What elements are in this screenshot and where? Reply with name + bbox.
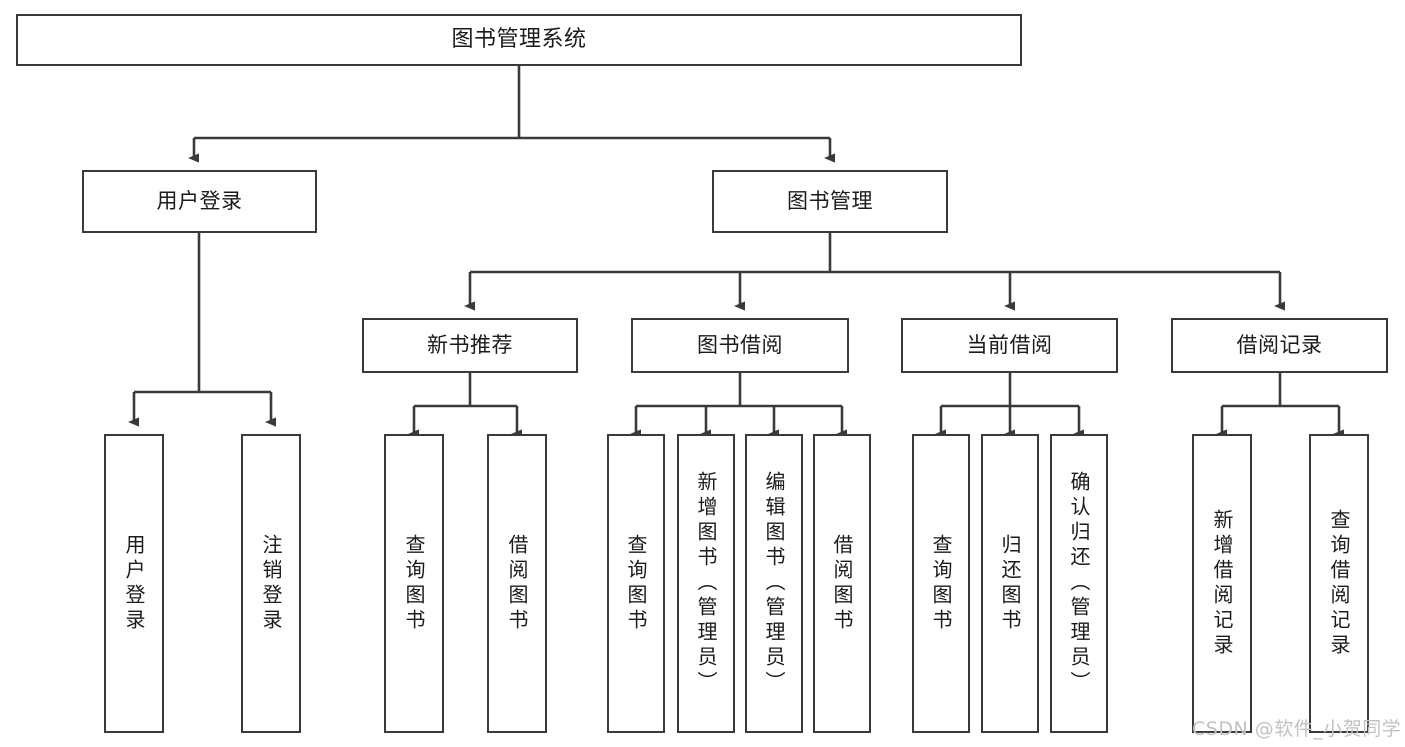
leaf-edit-book-admin[interactable]: 编辑图书（管理员）: [745, 434, 803, 733]
node-current-borrow[interactable]: 当前借阅: [901, 318, 1118, 373]
leaf-label: 归还图书: [998, 533, 1022, 634]
leaf-query-book-borrow[interactable]: 查询图书: [607, 434, 665, 733]
leaf-label: 新增借阅记录: [1210, 508, 1234, 659]
node-user-login[interactable]: 用户登录: [82, 170, 317, 233]
leaf-label: 编辑图书（管理员）: [762, 471, 786, 696]
leaf-label: 用户登录: [122, 533, 146, 634]
leaf-label: 新增图书（管理员）: [694, 471, 718, 696]
leaf-query-borrow-record[interactable]: 查询借阅记录: [1309, 434, 1369, 733]
leaf-label: 查询借阅记录: [1327, 508, 1351, 659]
node-label: 新书推荐: [427, 332, 513, 357]
node-root-system[interactable]: 图书管理系统: [16, 14, 1022, 66]
leaf-add-borrow-record[interactable]: 新增借阅记录: [1192, 434, 1252, 733]
leaf-borrow-book[interactable]: 借阅图书: [813, 434, 871, 733]
node-label: 用户登录: [156, 188, 243, 213]
leaf-return-book[interactable]: 归还图书: [981, 434, 1039, 733]
leaf-user-logout[interactable]: 注销登录: [241, 434, 301, 733]
leaf-label: 注销登录: [259, 533, 283, 634]
node-label: 图书管理: [787, 188, 873, 213]
leaf-query-book-current[interactable]: 查询图书: [912, 434, 970, 733]
leaf-label: 确认归还（管理员）: [1067, 471, 1091, 696]
leaf-label: 查询图书: [929, 533, 953, 634]
node-new-book-recommend[interactable]: 新书推荐: [362, 318, 578, 373]
leaf-add-book-admin[interactable]: 新增图书（管理员）: [677, 434, 735, 733]
node-book-borrow[interactable]: 图书借阅: [631, 318, 849, 373]
node-book-management[interactable]: 图书管理: [712, 170, 948, 233]
leaf-borrow-book-new[interactable]: 借阅图书: [487, 434, 547, 733]
leaf-query-book-new[interactable]: 查询图书: [384, 434, 444, 733]
node-label: 图书管理系统: [451, 26, 587, 52]
leaf-label: 查询图书: [624, 533, 648, 634]
watermark-csdn: CSDN @软件_小贺同学: [1192, 718, 1402, 740]
node-label: 当前借阅: [966, 332, 1053, 357]
node-label: 借阅记录: [1236, 332, 1323, 357]
node-label: 图书借阅: [697, 332, 783, 357]
leaf-label: 查询图书: [402, 533, 426, 634]
leaf-label: 借阅图书: [505, 533, 529, 634]
leaf-label: 借阅图书: [830, 533, 854, 634]
leaf-user-login[interactable]: 用户登录: [104, 434, 164, 733]
leaf-confirm-return-admin[interactable]: 确认归还（管理员）: [1050, 434, 1108, 733]
node-borrow-record[interactable]: 借阅记录: [1171, 318, 1388, 373]
